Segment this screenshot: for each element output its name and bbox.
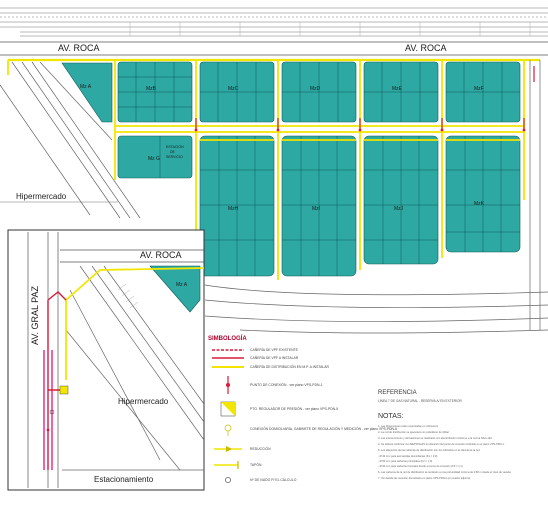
legend-symbol-node <box>225 477 231 483</box>
red-node-dots <box>194 128 526 132</box>
block-mz-k-label: MzK <box>474 201 485 207</box>
diagonal-roads <box>0 61 141 219</box>
estacionamiento-label: Estacionamiento <box>94 475 154 484</box>
legend-item-existing: CAÑERÍA DE VPF EXISTENTE <box>250 347 299 352</box>
legend-item-install: CAÑERÍA DE VPF A INSTALAR <box>250 355 299 360</box>
railway-ties <box>129 22 531 36</box>
inset-block-mz-a <box>149 265 201 313</box>
note-2: 2- La red de distribución se ejecutará c… <box>378 430 450 434</box>
legend: SIMBOLOGÍA CAÑERÍA DE VPF EXISTENTE CAÑE… <box>208 334 397 483</box>
note-5: 5- Los diámetros de las cañerías de dist… <box>378 448 481 452</box>
legend-item-node: Nº DE NUDO P/ EL CÁLCULO <box>250 478 297 482</box>
block-mz-g-note-1: ESTACION <box>166 145 184 149</box>
block-mz-g-label: Mz G <box>148 156 160 162</box>
legend-symbol-regulator-fill <box>221 402 235 416</box>
red-connection-points <box>195 66 535 130</box>
block-mz-b-label: MzB <box>146 86 157 92</box>
lower-curved-roads <box>204 60 548 334</box>
block-mz-e-label: MzE <box>392 86 403 92</box>
legend-title: SIMBOLOGÍA <box>208 334 247 342</box>
note-3: 3- Las intersecciones y derivaciones se … <box>378 436 493 440</box>
note-5c: - Ø 90 mm para cañerías troncales desde … <box>378 464 463 468</box>
note-6: 6- Las cañerías de la red de distribució… <box>378 470 512 474</box>
hipermercado-label: Hipermercado <box>16 192 67 201</box>
legend-item-connection: PUNTO DE CONEXIÓN - ver plano VPS-PDN-1 <box>250 382 323 387</box>
inset-yellow-lines <box>65 267 205 380</box>
inset-diagonal-roads <box>62 265 205 471</box>
inset-nodes <box>46 385 69 432</box>
reference-title: REFERENCIA <box>378 390 417 396</box>
legend-item-domicile: CONEXIÓN DOMICILIARIA, GABINETE DE REGUL… <box>250 426 397 431</box>
legend-item-distribution: CAÑERÍA DE DISTRIBUCIÓN EN M.P. A INSTAL… <box>250 364 330 369</box>
av-roca-road <box>0 41 548 56</box>
inset-av-roca-label: AV. ROCA <box>140 250 182 260</box>
block-mz-f-label: MzF <box>474 86 484 92</box>
block-mz-g <box>117 135 193 179</box>
block-mz-c-label: MzC <box>228 86 239 92</box>
notes-title: NOTAS: <box>378 413 404 420</box>
inset-block-mz-a-label: Mz A <box>176 282 188 288</box>
inset-hipermercado-label: Hipermercado <box>118 397 169 406</box>
av-gral-paz-label: AV. GRAL PAZ <box>30 285 40 345</box>
block-mz-a-label: Mz A <box>80 84 92 90</box>
inset-plan: AV. ROCA AV. GRAL PAZ Mz A <box>7 229 205 491</box>
block-mz-d-label: MzD <box>310 86 321 92</box>
block-mz-j-label: MzJ <box>394 206 404 212</box>
note-5a: - Ø 32 mm para acometidas domiciliarias … <box>378 454 437 458</box>
block-mz-g-note-2: DE <box>170 150 176 154</box>
legend-item-tapon: TAPÓN <box>250 462 262 467</box>
block-mz-g-note-3: SERVICIO <box>166 155 183 159</box>
block-mz-a <box>61 62 113 123</box>
legend-symbol-reduction-arrow <box>226 446 232 452</box>
main-plan: AV. ROCA AV. ROCA Mz A <box>0 7 548 334</box>
legend-item-regulator: PTO. REGULADOR DE PRESIÓN - ver plano VP… <box>250 406 338 411</box>
lot-lines-row-top <box>118 62 520 122</box>
block-mz-i-label: MzI <box>312 206 320 212</box>
note-7: 7- Ver detalle de conexión domiciliaria … <box>378 476 471 480</box>
reference-section: REFERENCIA LÍNEA 7 DE GAS NATURAL - RESE… <box>378 390 463 403</box>
legend-item-reduction: REDUCCIÓN <box>250 446 271 451</box>
av-roca-label-left: AV. ROCA <box>58 43 100 53</box>
lot-lines-row-bottom <box>159 136 520 276</box>
block-mz-h-label: MzH <box>228 206 239 212</box>
notes-section: NOTAS: 1- Las dimensiones están expresad… <box>378 413 512 480</box>
reference-text: LÍNEA 7 DE GAS NATURAL - RESERVA A/ EN E… <box>378 399 463 403</box>
inset-hatching <box>117 283 139 309</box>
av-roca-label-right: AV. ROCA <box>405 43 447 53</box>
inset-av-roca-road <box>60 249 204 263</box>
legend-symbol-connection-dot <box>226 383 230 387</box>
note-1: 1- Las dimensiones están expresadas en m… <box>378 424 439 428</box>
note-5b: - Ø 50 mm para cañerías principales (K2 … <box>378 459 432 463</box>
railway-tracks <box>0 7 548 37</box>
note-4: 4- Se deberá confirmar con METROGAS la u… <box>378 442 505 446</box>
